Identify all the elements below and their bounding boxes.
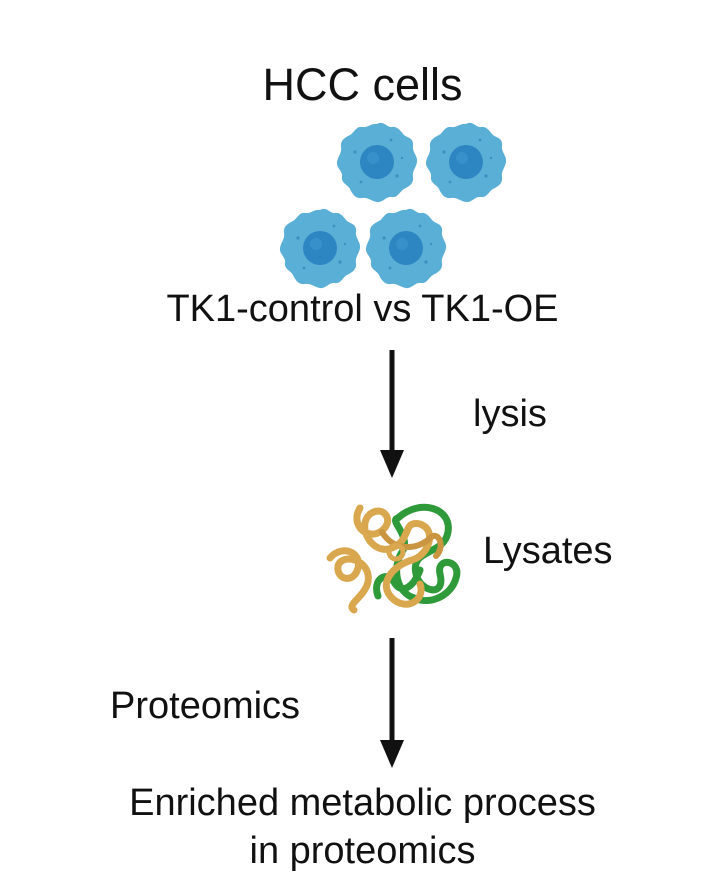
cell-icon — [425, 122, 507, 203]
arrow-proteomics — [380, 638, 404, 768]
step-label-proteomics: Proteomics — [110, 685, 301, 727]
lysate-icon — [326, 503, 461, 614]
title-hcc-cells: HCC cells — [262, 59, 463, 110]
cell-cluster-icon — [279, 122, 507, 289]
cell-icon — [365, 208, 447, 289]
outcome-line-1: Enriched metabolic process — [129, 782, 596, 824]
step-label-lysis: lysis — [473, 393, 547, 435]
cell-icon — [279, 208, 361, 289]
outcome-line-2: in proteomics — [249, 830, 476, 872]
product-label-lysates: Lysates — [483, 530, 613, 572]
cell-icon — [336, 122, 418, 203]
outcome-label: Enriched metabolic process in proteomics — [0, 779, 725, 875]
arrow-lysis — [380, 350, 404, 478]
comparison-label: TK1-control vs TK1-OE — [166, 288, 559, 330]
